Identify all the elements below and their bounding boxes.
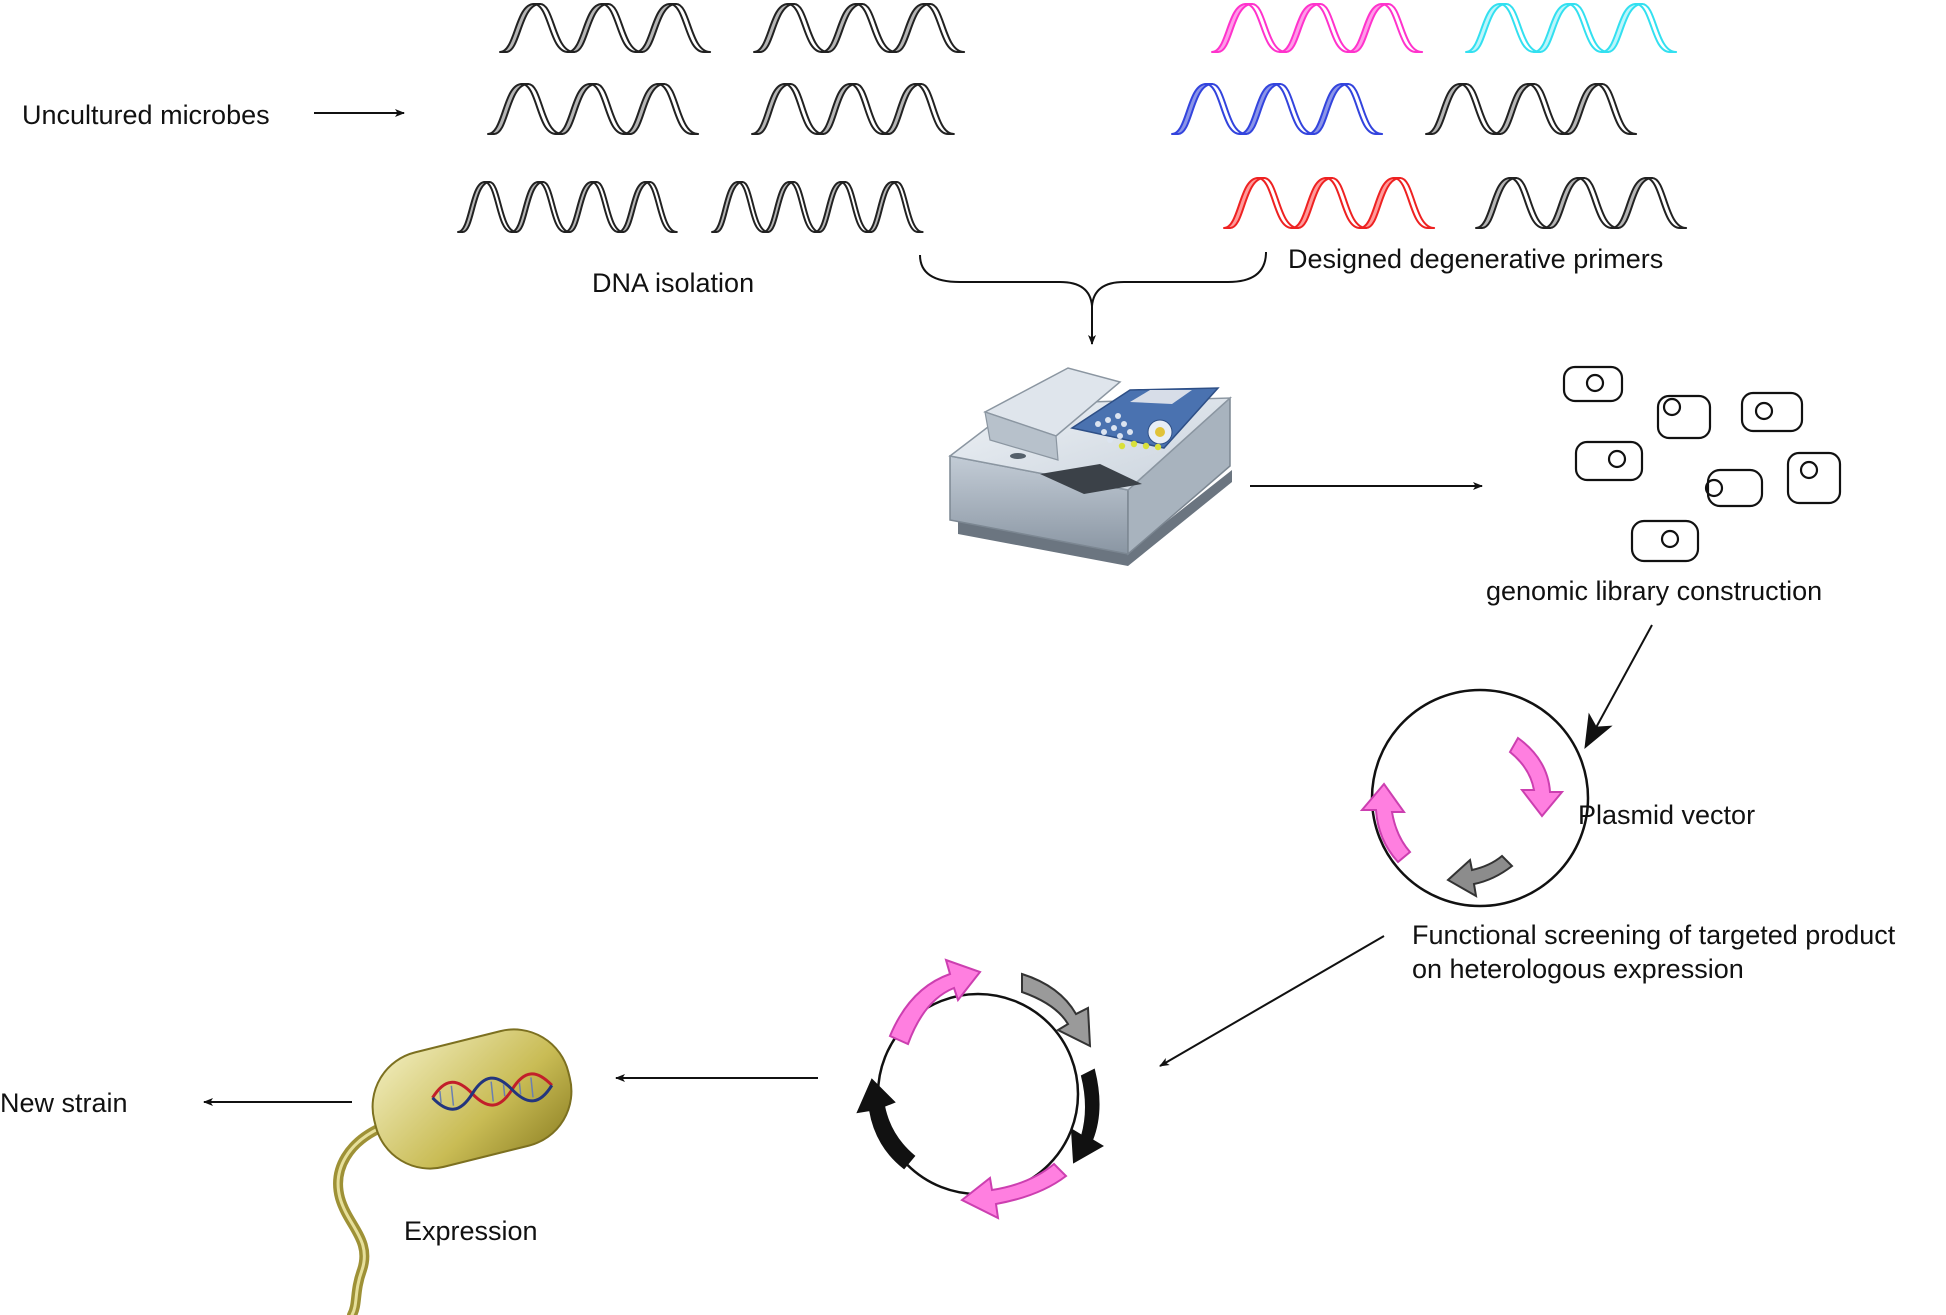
functional-screening-label-line1: Functional screening of targeted product	[1412, 920, 1896, 950]
dna-helix-icon	[457, 181, 678, 233]
functional-screening-label-line2: on heterologous expression	[1412, 954, 1744, 984]
merge-brace	[919, 251, 1267, 307]
arrow-plasmid-to-recombinant	[1159, 935, 1385, 1067]
plasmid-vector-label: Plasmid vector	[1578, 800, 1755, 830]
dna-helix-icon	[753, 3, 966, 53]
genomic-library-label: genomic library construction	[1486, 576, 1822, 606]
uncultured-dna-helices	[457, 3, 966, 233]
cell-icon	[1630, 519, 1700, 563]
designed-primers-label: Designed degenerative primers	[1288, 244, 1663, 274]
primer-helices	[1171, 3, 1688, 229]
dna-helix-icon	[487, 83, 700, 135]
cell-icon	[1574, 440, 1644, 482]
arrow-library-to-plasmid	[1584, 624, 1653, 749]
dna-helix-icon	[1465, 3, 1678, 53]
dna-helix-icon	[1211, 3, 1424, 53]
dna-helix-icon	[1425, 83, 1638, 135]
cell-icon	[1562, 365, 1624, 403]
dna-helix-icon	[1475, 177, 1688, 229]
dna-isolation-label: DNA isolation	[592, 268, 754, 298]
dna-helix-icon	[1171, 83, 1384, 135]
cell-icon	[1704, 468, 1764, 508]
plasmid-vector-icon	[1359, 688, 1590, 908]
bacterium-with-flagellum-icon	[333, 1028, 573, 1315]
expression-label: Expression	[404, 1216, 538, 1246]
dna-helix-icon	[711, 181, 924, 233]
dna-helix-icon	[499, 3, 712, 53]
dna-helix-icon	[1223, 177, 1436, 229]
cell-icon	[1786, 451, 1842, 505]
cell-icon	[1656, 394, 1712, 440]
new-strain-label: New strain	[0, 1088, 128, 1118]
pcr-thermocycler-icon	[948, 367, 1233, 566]
cell-icon	[1740, 391, 1804, 433]
genomic-library-cells	[1562, 365, 1842, 563]
recombinant-plasmid-icon	[856, 958, 1104, 1220]
uncultured-microbes-label: Uncultured microbes	[22, 100, 270, 130]
dna-helix-icon	[751, 83, 955, 135]
